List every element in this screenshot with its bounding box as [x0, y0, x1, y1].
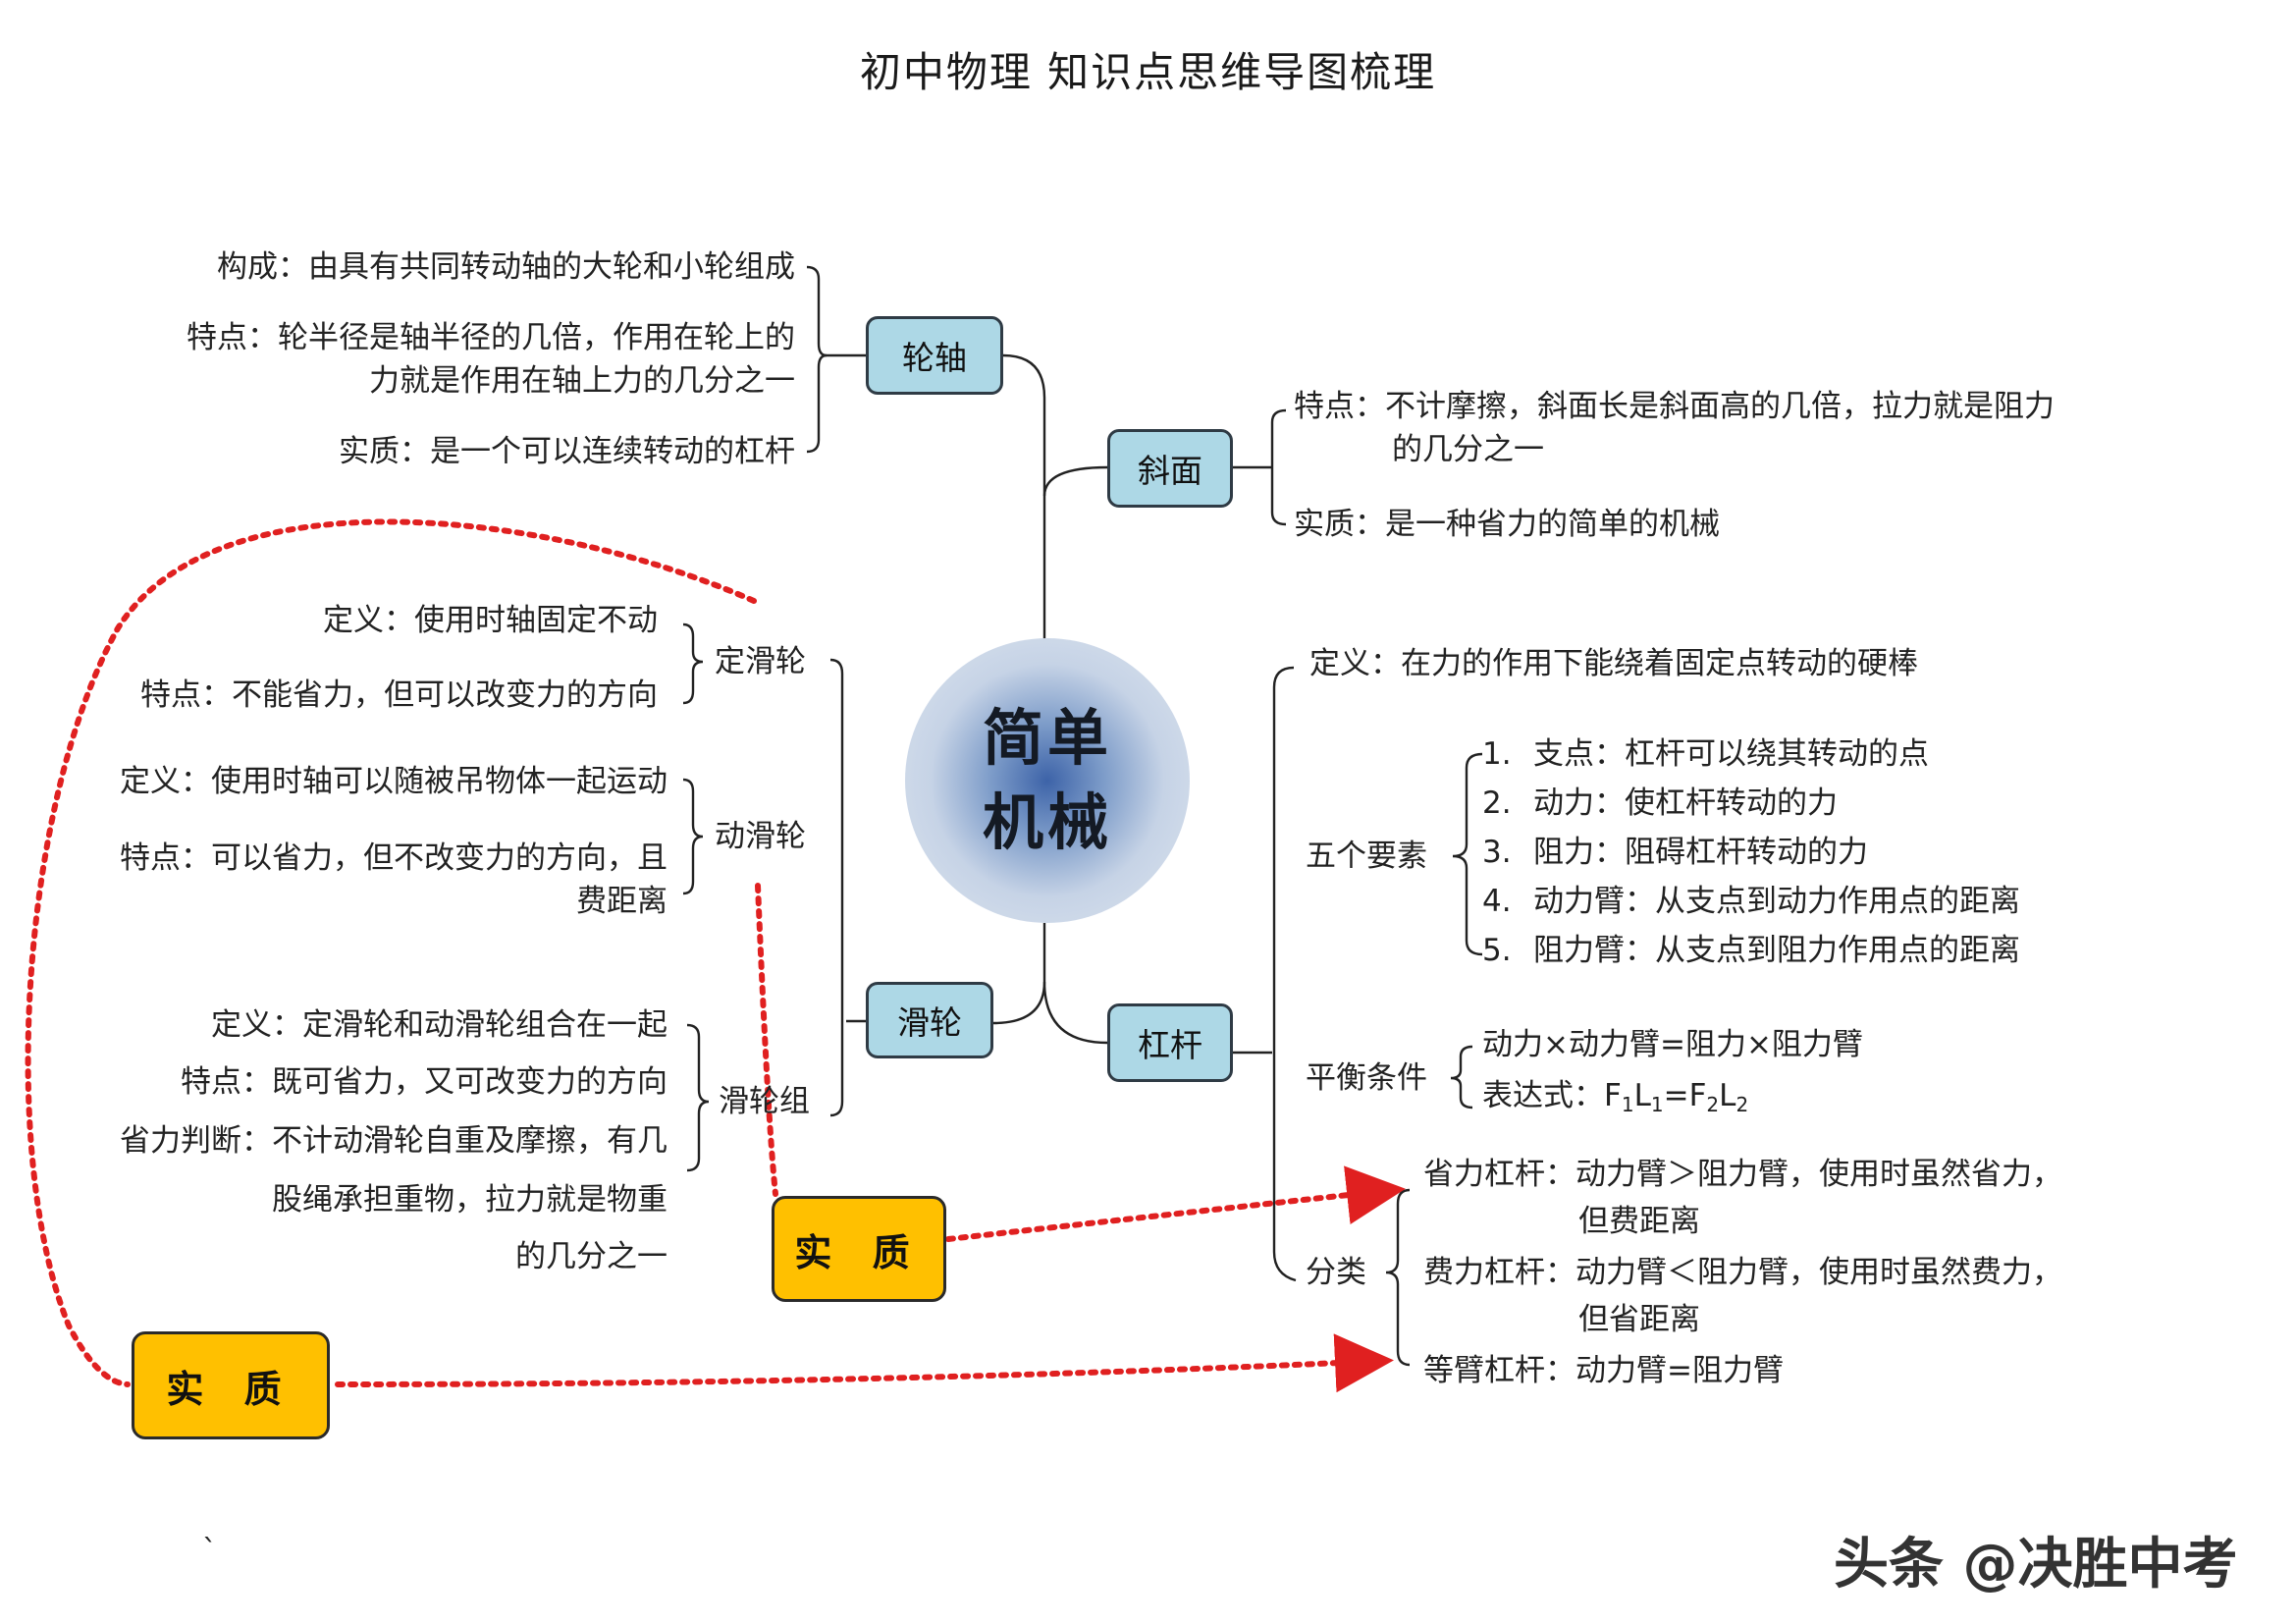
element-item: 3.阻力：阻碍杠杆转动的力	[1482, 835, 1868, 870]
class-label: 分类	[1306, 1255, 1366, 1290]
donghualun-brace	[682, 778, 704, 895]
class-1b: 但费距离	[1578, 1204, 1700, 1239]
shizhi-box-2: 实 质	[132, 1331, 330, 1439]
class-1a: 省力杠杆：动力臂＞阻力臂，使用时虽然省力，	[1423, 1157, 2062, 1192]
watermark: 头条 @决胜中考	[1834, 1533, 2238, 1597]
red-arrow-2	[335, 1333, 1394, 1393]
hualunzu-judge-3: 的几分之一	[515, 1239, 667, 1274]
trunk-to-lunzhou	[1002, 353, 1046, 640]
central-topic-line1: 简单	[982, 702, 1112, 774]
class-3: 等臂杠杆：动力臂=阻力臂	[1423, 1353, 1784, 1388]
red-dotted-loop-inner	[755, 883, 778, 1197]
elements-label: 五个要素	[1306, 839, 1427, 874]
trunk-to-ganggan	[1042, 981, 1108, 1045]
xiemian-bracket	[1270, 408, 1287, 526]
element-item: 4.动力臂：从支点到动力作用点的距离	[1482, 884, 2020, 919]
node-xiemian: 斜面	[1107, 429, 1233, 508]
dinghualun-definition: 定义：使用时轴固定不动	[323, 603, 658, 638]
donghualun-label: 动滑轮	[715, 819, 806, 854]
dinghualun-brace	[682, 623, 704, 705]
page-title: 初中物理 知识点思维导图梳理	[859, 48, 1437, 96]
class-brace	[1385, 1188, 1411, 1367]
elements-brace	[1452, 752, 1483, 956]
trunk-to-hualun	[992, 923, 1046, 1025]
stray-mark: `	[202, 1534, 217, 1568]
element-item: 5.阻力臂：从支点到阻力作用点的距离	[1482, 933, 2020, 968]
ganggan-bracket	[1272, 666, 1297, 1282]
balance-formula-words: 动力×动力臂=阻力×阻力臂	[1482, 1027, 1863, 1062]
donghualun-feature-1: 特点：可以省力，但不改变力的方向，且	[120, 840, 667, 876]
hualunzu-bracket	[686, 1023, 710, 1172]
dinghualun-feature: 特点：不能省力，但可以改变力的方向	[140, 677, 658, 713]
ganggan-definition: 定义：在力的作用下能绕着固定点转动的硬棒	[1309, 646, 1918, 681]
hualunzu-label: 滑轮组	[719, 1084, 810, 1119]
hualunzu-judge-2: 股绳承担重物，拉力就是物重	[272, 1182, 667, 1218]
dinghualun-label: 定滑轮	[715, 644, 806, 679]
element-item: 1.支点：杠杆可以绕其转动的点	[1482, 736, 1929, 772]
balance-brace	[1450, 1045, 1473, 1110]
hualunzu-judge-1: 省力判断：不计动滑轮自重及摩擦，有几	[120, 1123, 667, 1159]
lunzhou-bracket	[806, 265, 828, 454]
balance-label: 平衡条件	[1306, 1060, 1427, 1096]
lunzhou-essence: 实质：是一个可以连续转动的杠杆	[339, 434, 795, 469]
donghualun-definition: 定义：使用时轴可以随被吊物体一起运动	[120, 764, 667, 799]
class-2b: 但省距离	[1578, 1302, 1700, 1337]
donghualun-feature-2: 费距离	[576, 884, 667, 919]
red-arrow-1	[945, 1165, 1406, 1242]
balance-formula-expression: 表达式：F1L1=F2L2	[1482, 1078, 1749, 1116]
lunzhou-composition: 构成：由具有共同转动轴的大轮和小轮组成	[217, 249, 795, 285]
red-dotted-loop-outer	[25, 518, 757, 1387]
class-2a: 费力杠杆：动力臂＜阻力臂，使用时虽然费力，	[1423, 1255, 2062, 1290]
central-topic-line2: 机械	[982, 786, 1112, 858]
hualun-bracket	[829, 658, 844, 1117]
xiemian-essence: 实质：是一种省力的简单的机械	[1294, 507, 1720, 542]
element-item: 2.动力：使杠杆转动的力	[1482, 785, 1838, 821]
xiemian-feature-1: 特点：不计摩擦，斜面长是斜面高的几倍，拉力就是阻力	[1294, 389, 2055, 424]
xiemian-feature-2: 的几分之一	[1392, 432, 1544, 467]
hualunzu-definition: 定义：定滑轮和动滑轮组合在一起	[211, 1007, 667, 1043]
hualunzu-feature: 特点：既可省力，又可改变力的方向	[181, 1064, 667, 1100]
lunzhou-feature-1: 特点：轮半径是轴半径的几倍，作用在轮上的	[187, 320, 795, 355]
node-ganggan: 杠杆	[1107, 1003, 1233, 1082]
lunzhou-feature-2: 力就是作用在轴上力的几分之一	[369, 363, 795, 399]
trunk-to-xiemian	[1042, 465, 1108, 497]
central-topic: 简单 机械	[905, 638, 1190, 923]
node-hualun: 滑轮	[866, 982, 993, 1058]
shizhi-box-1: 实 质	[772, 1196, 946, 1302]
node-lunzhou: 轮轴	[866, 316, 1003, 395]
